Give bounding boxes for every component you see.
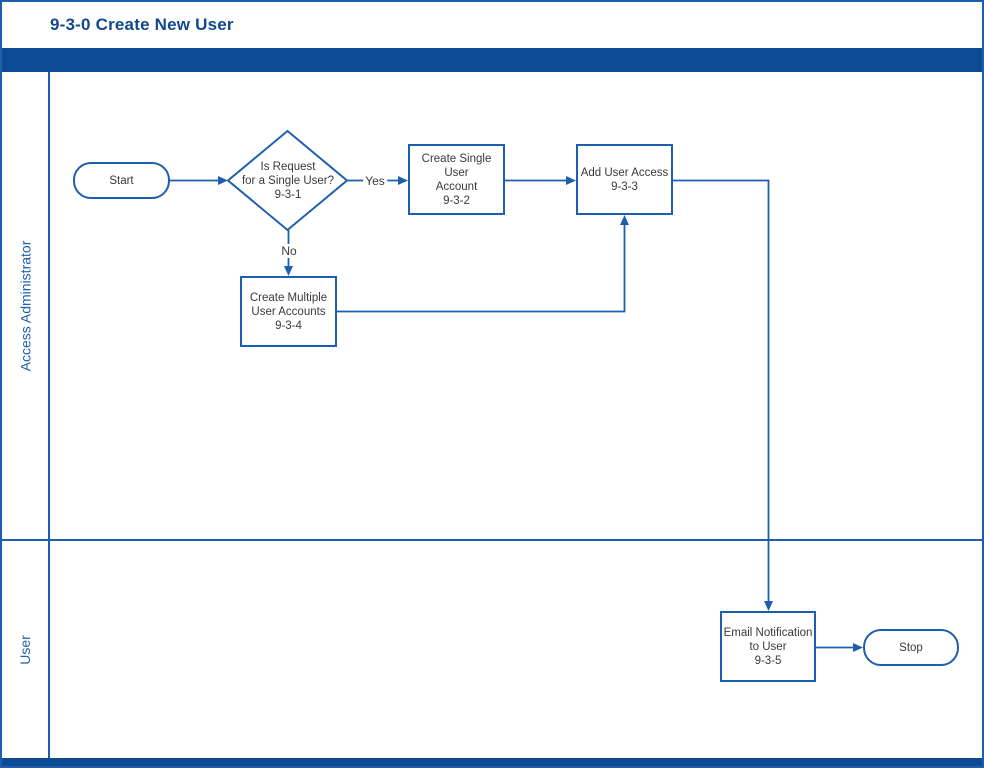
lane-label-text: Access Administrator: [17, 240, 33, 371]
node-label-line: 9-3-5: [754, 654, 782, 667]
node-label-line: Add User Access: [580, 166, 669, 179]
node-label: Stop: [899, 641, 923, 654]
start-terminator: Start: [73, 162, 170, 199]
arrowhead: [566, 176, 576, 185]
process-9-3-5: Email Notification to User 9-3-5: [720, 611, 816, 682]
node-label-line: 9-3-4: [275, 319, 302, 332]
arrowhead: [218, 176, 228, 185]
page-title: 9-3-0 Create New User: [50, 15, 234, 34]
process-9-3-4: Create Multiple User Accounts 9-3-4: [240, 276, 337, 347]
lane-label-user: User: [2, 541, 48, 758]
footer-bar: [2, 758, 982, 766]
node-label-line: Email Notification: [723, 626, 813, 639]
node-label-line: Account: [435, 180, 478, 193]
arrowhead: [398, 176, 408, 185]
node-label-line: Create Multiple: [249, 291, 328, 304]
node-label-line: Create Single User: [421, 152, 492, 179]
node-label-line: 9-3-2: [443, 194, 470, 207]
decision-9-3-1: Is Request for a Single User? 9-3-1: [228, 131, 348, 231]
arrowhead: [853, 643, 863, 652]
lane-label-column-divider: [48, 72, 50, 758]
arrowhead: [764, 601, 773, 611]
lane-label-access-administrator: Access Administrator: [2, 72, 48, 539]
node-label-line: 9-3-3: [611, 180, 638, 193]
stop-terminator: Stop: [863, 629, 959, 666]
edge-label-no: No: [279, 244, 299, 258]
process-9-3-3: Add User Access 9-3-3: [576, 144, 673, 215]
lane-label-text: User: [17, 634, 33, 665]
node-label: Start: [109, 174, 134, 187]
lane-divider-line: [2, 539, 982, 541]
node-label-line: for a Single User?: [241, 175, 335, 187]
arrowhead: [620, 215, 629, 225]
edge-934-to-933: [337, 225, 626, 313]
title-band: 9-3-0 Create New User: [2, 2, 982, 48]
arrowhead: [284, 266, 293, 276]
edge-label-yes: Yes: [363, 174, 387, 188]
node-label-line: 9-3-1: [274, 189, 302, 201]
process-9-3-2: Create Single User Account 9-3-2: [408, 144, 505, 215]
header-bar: [2, 48, 982, 72]
node-label-line: User Accounts: [251, 305, 326, 318]
node-label-line: Is Request: [260, 161, 316, 173]
node-label-line: to User: [749, 640, 787, 653]
